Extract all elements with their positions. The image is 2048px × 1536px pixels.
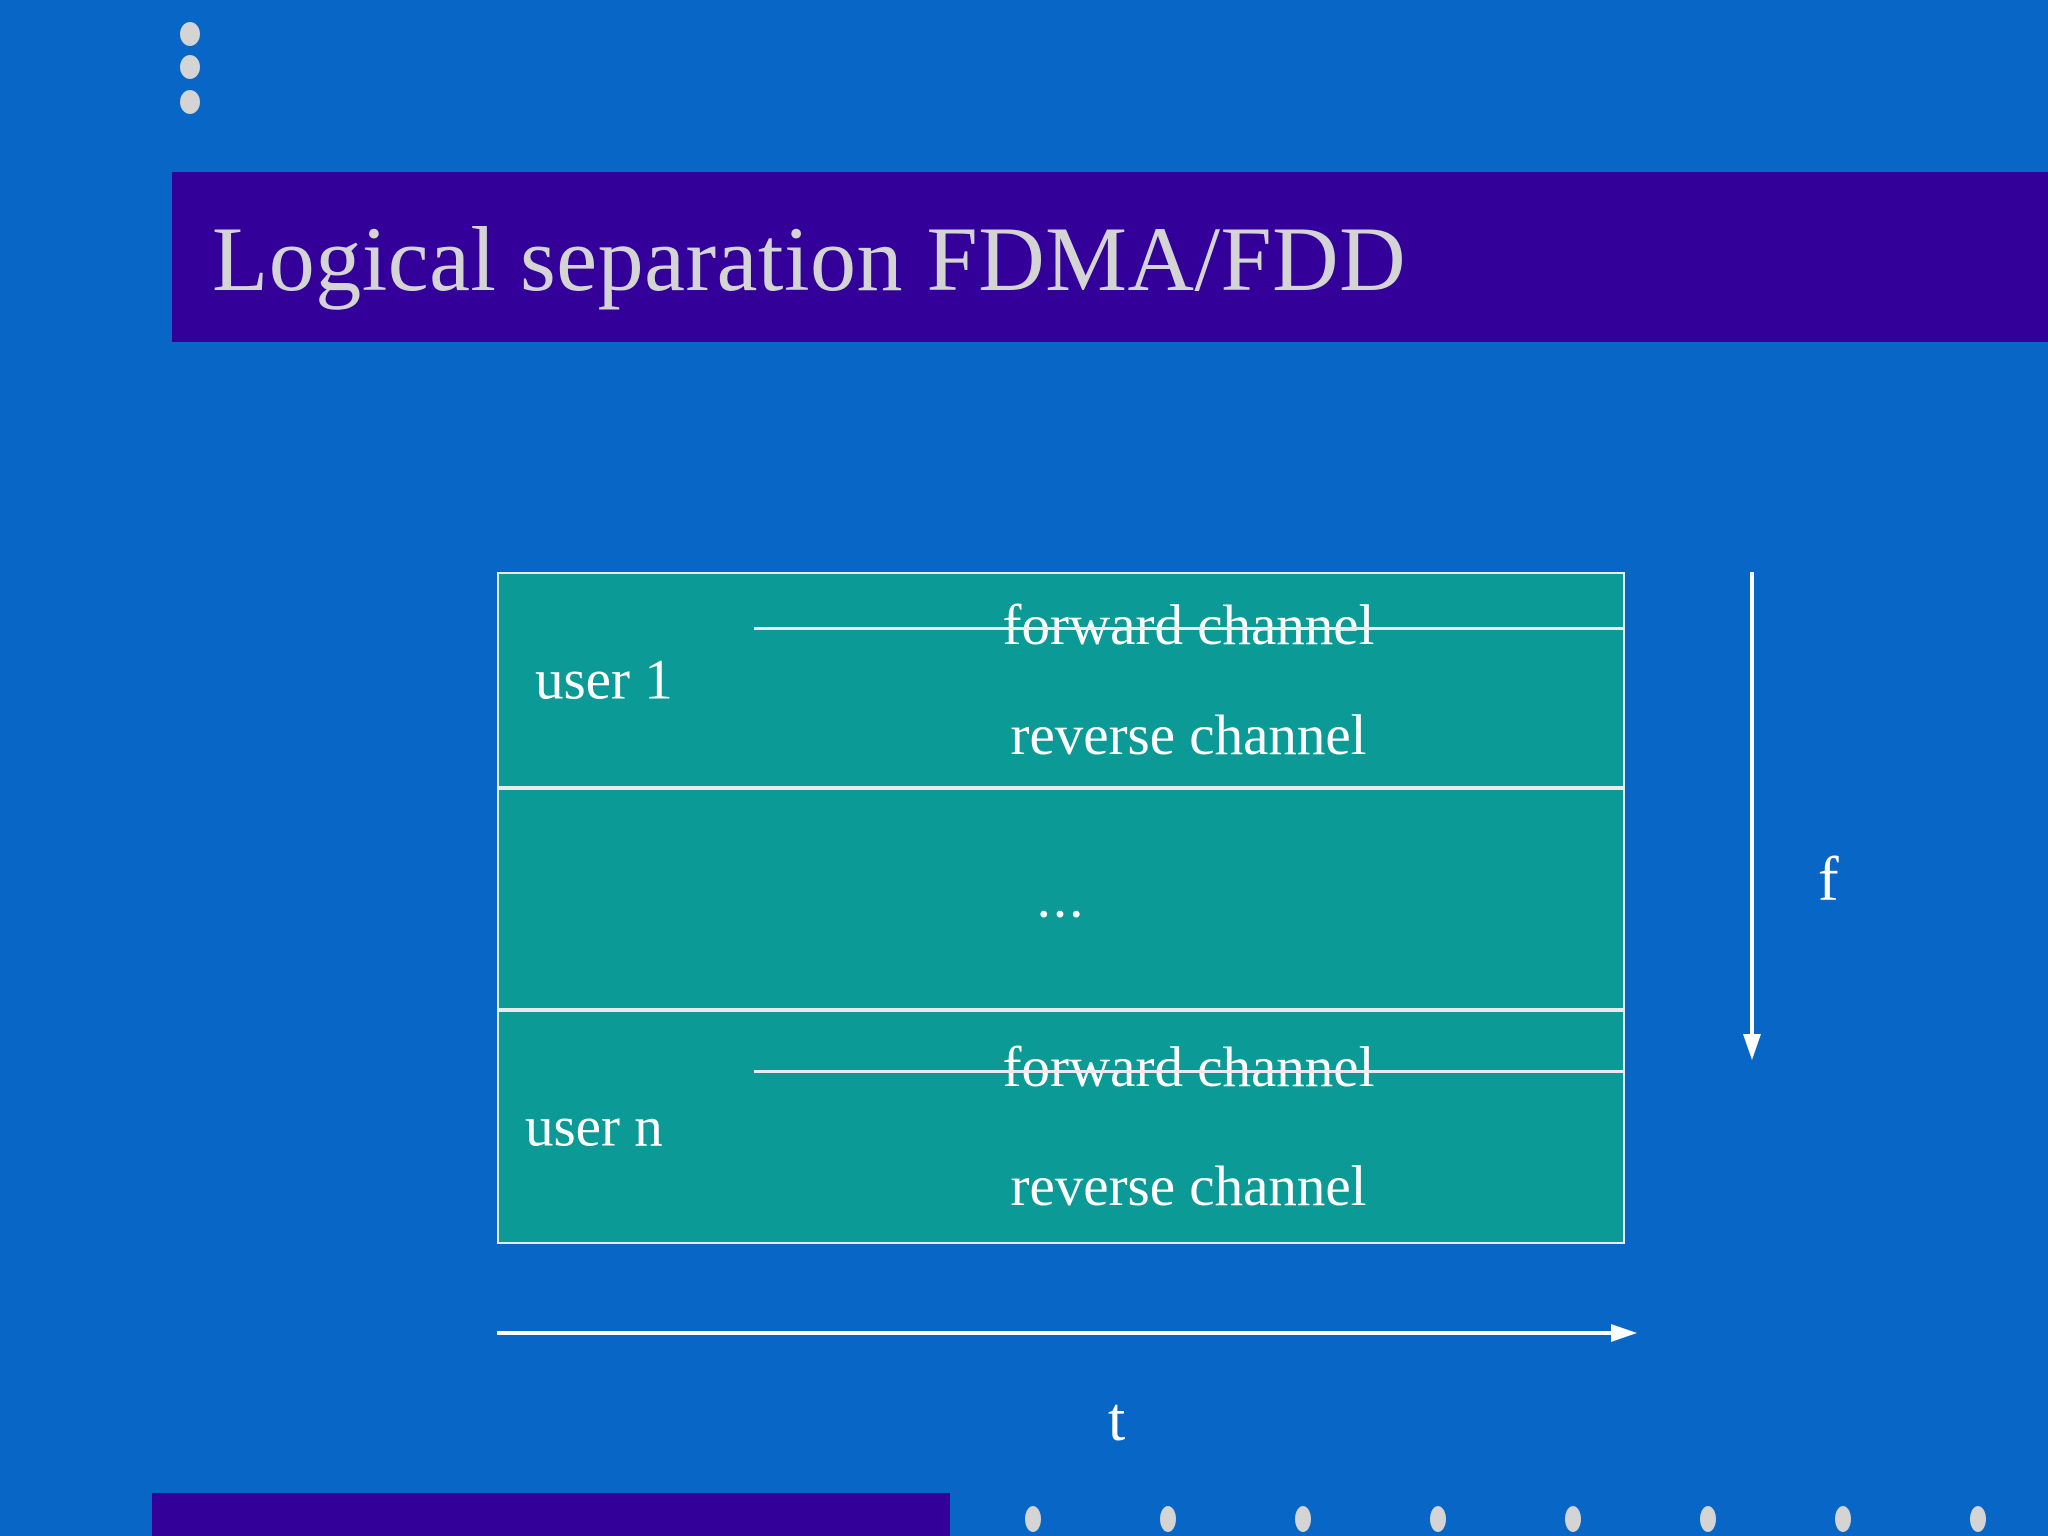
decor-dot-icon bbox=[1025, 1506, 1041, 1532]
channel-stack: forward channel reverse channel bbox=[754, 1012, 1625, 1242]
user-band-n: user n forward channel reverse channel bbox=[497, 1010, 1625, 1244]
axis-shaft bbox=[1750, 572, 1754, 1044]
decor-dot-icon bbox=[180, 90, 200, 114]
decor-dot-icon bbox=[1700, 1506, 1716, 1532]
decor-dot-icon bbox=[1160, 1506, 1176, 1532]
ellipsis-label: ... bbox=[1036, 866, 1086, 930]
decor-dot-icon bbox=[180, 55, 200, 79]
time-axis-arrow-icon bbox=[497, 1320, 1637, 1346]
reverse-channel-label: reverse channel bbox=[1010, 703, 1367, 767]
channel-divider bbox=[754, 627, 1625, 630]
decor-dot-icon bbox=[180, 22, 200, 46]
user-band-1: user 1 forward channel reverse channel bbox=[497, 572, 1625, 788]
decor-dot-icon bbox=[1565, 1506, 1581, 1532]
forward-channel-label: forward channel bbox=[1002, 593, 1375, 657]
axis-arrowhead-icon bbox=[1611, 1324, 1637, 1342]
decor-dot-icon bbox=[1430, 1506, 1446, 1532]
time-axis-label: t bbox=[1108, 1386, 1126, 1454]
frequency-axis-label: f bbox=[1818, 845, 1839, 914]
channel-stack: forward channel reverse channel bbox=[754, 574, 1625, 786]
decor-dot-icon bbox=[1295, 1506, 1311, 1532]
footer-bar bbox=[152, 1493, 950, 1536]
decor-dot-icon bbox=[1835, 1506, 1851, 1532]
title-band: Logical separation FDMA/FDD bbox=[172, 172, 2048, 342]
user-band-ellipsis: ... bbox=[497, 788, 1625, 1010]
user-label: user 1 bbox=[535, 648, 673, 712]
forward-channel-label: forward channel bbox=[1002, 1036, 1375, 1099]
reverse-channel-label: reverse channel bbox=[1010, 1155, 1367, 1218]
user-label: user n bbox=[525, 1095, 663, 1159]
axis-arrowhead-icon bbox=[1743, 1034, 1761, 1060]
fdma-fdd-diagram: user 1 forward channel reverse channel .… bbox=[497, 572, 1625, 1244]
frequency-axis-arrow-icon bbox=[1740, 572, 1766, 1062]
forward-channel-cell: forward channel bbox=[754, 1012, 1625, 1127]
decor-dot-icon bbox=[1970, 1506, 1986, 1532]
reverse-channel-cell: reverse channel bbox=[754, 680, 1623, 786]
page-title: Logical separation FDMA/FDD bbox=[212, 208, 1407, 310]
channel-divider bbox=[754, 1069, 1625, 1073]
forward-channel-cell: forward channel bbox=[754, 574, 1625, 680]
reverse-channel-cell: reverse channel bbox=[754, 1127, 1623, 1242]
axis-shaft bbox=[497, 1331, 1619, 1335]
